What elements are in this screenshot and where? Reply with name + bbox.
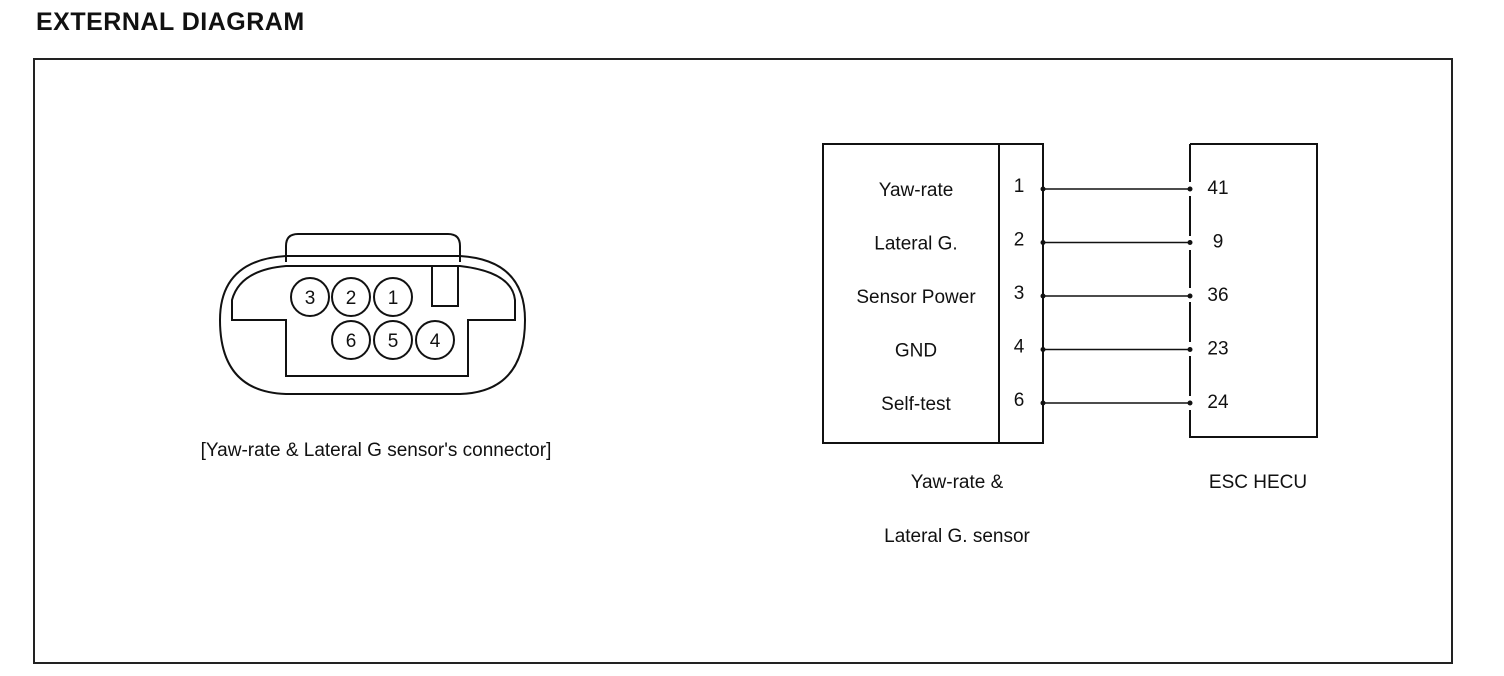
sensor-pin-number: 6 <box>1014 390 1025 411</box>
diagram-title: EXTERNAL DIAGRAM <box>36 8 305 36</box>
wire-end-sensor <box>1040 240 1046 245</box>
sensor-pin-number: 1 <box>1014 176 1025 197</box>
signal-label: Self-test <box>881 394 951 415</box>
connector-inner-cavity <box>231 265 516 377</box>
connector-pin-number: 2 <box>346 288 357 309</box>
connector-pin-1: 1 <box>373 277 413 317</box>
connector-pin-4: 4 <box>415 320 455 360</box>
sensor-pin-number: 4 <box>1014 337 1025 358</box>
wire-end-sensor <box>1040 293 1046 299</box>
wiring-row: Yaw-rate 1 41 <box>879 176 1229 201</box>
connector-drawing <box>218 233 527 395</box>
diagram-frame <box>33 58 1453 664</box>
connector-caption: [Yaw-rate & Lateral G sensor's connector… <box>201 440 552 461</box>
connector-pin-circle <box>373 320 413 360</box>
wire-end-sensor <box>1040 400 1046 406</box>
connector-pin-number: 4 <box>430 331 441 352</box>
connector-pin-circle <box>331 320 371 360</box>
connector-pin-number: 1 <box>388 288 399 309</box>
sensor-pin-number: 3 <box>1014 283 1025 304</box>
hecu-pin-number: 23 <box>1207 339 1228 360</box>
signal-label: Yaw-rate <box>879 180 954 201</box>
wiring-row: Lateral G. 2 9 <box>874 230 1223 255</box>
hecu-pin-number: 24 <box>1207 392 1229 413</box>
signal-label: Sensor Power <box>856 287 976 308</box>
wire-end-hecu <box>1187 293 1193 299</box>
sensor-caption-line2: Lateral G. sensor <box>884 526 1030 547</box>
hecu-pin-number: 41 <box>1207 178 1228 199</box>
wiring-row: Sensor Power 3 36 <box>856 283 1228 308</box>
hecu-pin-number: 36 <box>1207 285 1228 306</box>
connector-pin-circle <box>415 320 455 360</box>
connector-pin-number: 5 <box>388 331 399 352</box>
hecu-box <box>1189 143 1318 438</box>
connector-key-slot <box>431 266 459 307</box>
signal-label: Lateral G. <box>874 234 957 255</box>
wire-end-sensor <box>1040 186 1046 192</box>
wire-end-hecu <box>1187 347 1193 352</box>
connector-pin-6: 6 <box>331 320 371 360</box>
connector-top-tab <box>285 233 461 262</box>
wire-end-hecu <box>1187 240 1193 245</box>
connector-pin-2: 2 <box>331 277 371 317</box>
connector-pin-number: 6 <box>346 331 357 352</box>
wiring-row: GND 4 23 <box>895 337 1229 362</box>
connector-pin-number: 3 <box>305 288 316 309</box>
connector-pin-circle <box>373 277 413 317</box>
connector-pin-3: 3 <box>290 277 330 317</box>
connector-pin-circle <box>331 277 371 317</box>
signal-label: GND <box>895 341 937 362</box>
wiring-row: Self-test 6 24 <box>881 390 1229 415</box>
hecu-pin-number: 9 <box>1213 232 1224 253</box>
connector-pin-5: 5 <box>373 320 413 360</box>
connector-outer-shell <box>218 255 527 395</box>
connector-pin-circle <box>290 277 330 317</box>
wire-end-sensor <box>1040 347 1046 352</box>
wire-end-hecu <box>1187 186 1193 192</box>
hecu-caption: ESC HECU <box>1209 472 1307 493</box>
wire-end-hecu <box>1187 400 1193 406</box>
connector-pins: 3 2 1 6 5 4 <box>290 277 455 360</box>
sensor-caption-line1: Yaw-rate & <box>911 472 1004 493</box>
sensor-pin-number: 2 <box>1014 230 1025 251</box>
